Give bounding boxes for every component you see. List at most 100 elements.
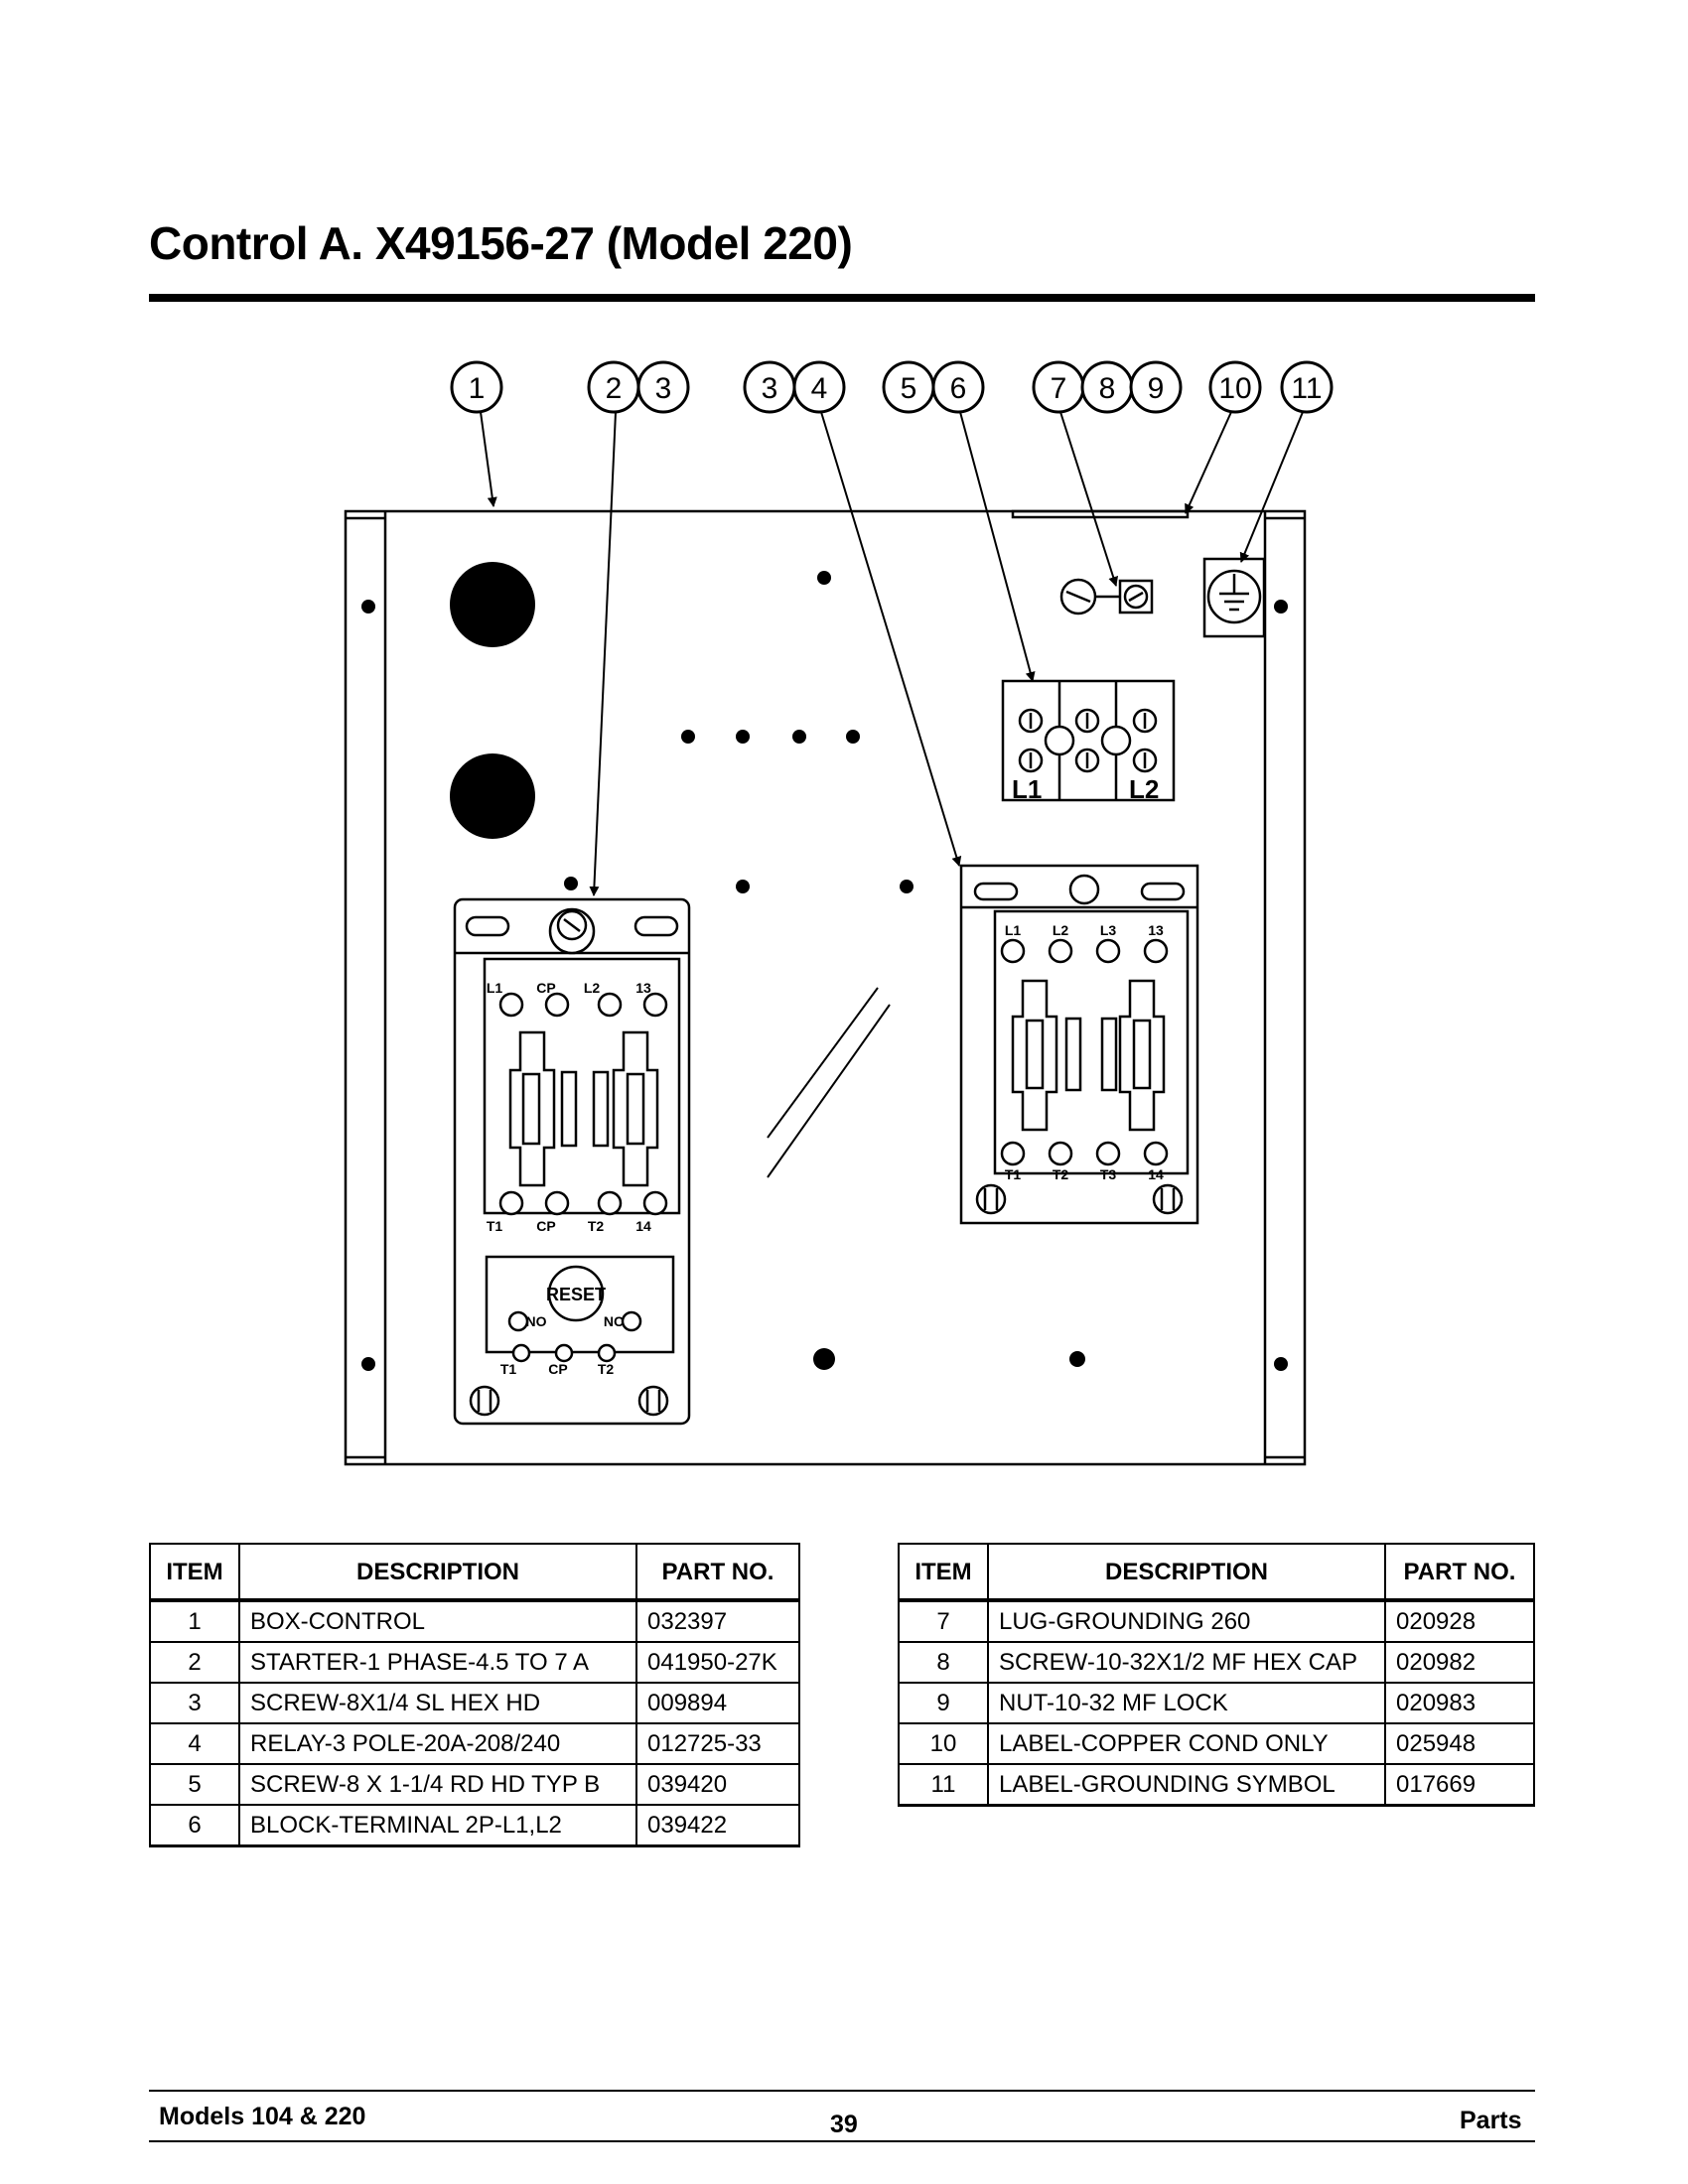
- cell-description: STARTER-1 PHASE-4.5 TO 7 A: [238, 1641, 637, 1684]
- header-description: DESCRIPTION: [987, 1543, 1386, 1602]
- cell-part-no: 020982: [1384, 1641, 1535, 1684]
- table-row: 7 LUG-GROUNDING 260 020928: [898, 1599, 1535, 1643]
- cell-item: 8: [898, 1641, 989, 1684]
- table-row: 8 SCREW-10-32X1/2 MF HEX CAP 020982: [898, 1641, 1535, 1684]
- starter-label-t2: T2: [588, 1218, 605, 1234]
- overload-label-nc: NC: [604, 1313, 624, 1329]
- terminal-label-l2: L2: [1129, 774, 1159, 804]
- table-header-row: ITEM DESCRIPTION PART NO.: [149, 1543, 800, 1602]
- table-row: 1 BOX-CONTROL 032397: [149, 1599, 800, 1643]
- callout-7: 7: [1032, 360, 1085, 414]
- svg-text:8: 8: [1099, 372, 1116, 405]
- cell-description: BLOCK-TERMINAL 2P-L1,L2: [238, 1804, 637, 1847]
- cell-item: 2: [149, 1641, 240, 1684]
- table-row: 6 BLOCK-TERMINAL 2P-L1,L2 039422: [149, 1804, 800, 1847]
- callout-8: 8: [1080, 360, 1134, 414]
- table-row: 9 NUT-10-32 MF LOCK 020983: [898, 1682, 1535, 1724]
- cell-description: BOX-CONTROL: [238, 1599, 637, 1643]
- callout-4: 4: [792, 360, 846, 414]
- callout-1: 1: [450, 360, 503, 414]
- relay-label-l3: L3: [1100, 922, 1117, 938]
- parts-table-left: ITEM DESCRIPTION PART NO. 1 BOX-CONTROL …: [149, 1543, 800, 1847]
- callout-3b: 3: [743, 360, 796, 414]
- cell-part-no: 009894: [635, 1682, 800, 1724]
- header-item: ITEM: [898, 1543, 989, 1602]
- footer-rule-top: [149, 2090, 1535, 2092]
- starter-label-l2: L2: [584, 980, 601, 996]
- header-item: ITEM: [149, 1543, 240, 1602]
- cell-part-no: 032397: [635, 1599, 800, 1643]
- cell-description: SCREW-8 X 1-1/4 RD HD TYP B: [238, 1763, 637, 1806]
- svg-text:6: 6: [950, 372, 967, 405]
- table-row: 2 STARTER-1 PHASE-4.5 TO 7 A 041950-27K: [149, 1641, 800, 1684]
- terminal-block: [1001, 679, 1176, 802]
- cell-item: 5: [149, 1763, 240, 1806]
- overload-label-t2: T2: [598, 1361, 615, 1377]
- relay-label-t2: T2: [1053, 1166, 1069, 1182]
- page-title: Control A. X49156-27 (Model 220): [149, 217, 853, 269]
- parts-table-right: ITEM DESCRIPTION PART NO. 7 LUG-GROUNDIN…: [898, 1543, 1535, 1807]
- relay-label-l1: L1: [1005, 922, 1022, 938]
- grounding-lug: [1059, 578, 1154, 615]
- cell-description: RELAY-3 POLE-20A-208/240: [238, 1722, 637, 1765]
- footer-page-number: 39: [830, 2111, 858, 2138]
- table-row: 11 LABEL-GROUNDING SYMBOL 017669: [898, 1763, 1535, 1807]
- cell-part-no: 041950-27K: [635, 1641, 800, 1684]
- control-box-panel: [344, 509, 1307, 1466]
- svg-text:9: 9: [1148, 372, 1165, 405]
- footer-section: Parts: [1460, 2107, 1522, 2134]
- relay-label-t1: T1: [1005, 1166, 1022, 1182]
- svg-text:2: 2: [606, 372, 623, 405]
- callout-6: 6: [931, 360, 985, 414]
- starter-label-14: 14: [635, 1218, 651, 1234]
- callout-10: 10: [1208, 360, 1262, 414]
- footer-models: Models 104 & 220: [159, 2103, 366, 2130]
- cell-part-no: 039420: [635, 1763, 800, 1806]
- control-box-diagram: 1 2 3 3 4 5 6 7 8 9 10 11: [344, 360, 1334, 1466]
- cell-part-no: 039422: [635, 1804, 800, 1847]
- relay-label-13: 13: [1148, 922, 1164, 938]
- overload-label-no: NO: [526, 1313, 547, 1329]
- cell-item: 3: [149, 1682, 240, 1724]
- svg-text:3: 3: [655, 372, 672, 405]
- svg-text:11: 11: [1291, 372, 1322, 405]
- cell-description: LUG-GROUNDING 260: [987, 1599, 1386, 1643]
- table-row: 10 LABEL-COPPER COND ONLY 025948: [898, 1722, 1535, 1765]
- cell-part-no: 020983: [1384, 1682, 1535, 1724]
- starter-label-cp-top: CP: [536, 980, 555, 996]
- cell-item: 4: [149, 1722, 240, 1765]
- header-description: DESCRIPTION: [238, 1543, 637, 1602]
- svg-text:3: 3: [762, 372, 778, 405]
- cell-description: SCREW-10-32X1/2 MF HEX CAP: [987, 1641, 1386, 1684]
- overload-label-cp: CP: [548, 1361, 567, 1377]
- terminal-label-l1: L1: [1012, 774, 1042, 804]
- leader-lines: [480, 411, 1304, 896]
- overload-reset-label: RESET: [546, 1285, 606, 1304]
- cell-item: 11: [898, 1763, 989, 1807]
- mounting-holes: [361, 571, 1288, 1371]
- cell-description: SCREW-8X1/4 SL HEX HD: [238, 1682, 637, 1724]
- cell-part-no: 012725-33: [635, 1722, 800, 1765]
- overload-label-t1: T1: [500, 1361, 517, 1377]
- knockout-holes: [450, 562, 535, 839]
- callout-2: 2: [587, 360, 640, 414]
- grounding-symbol-label: [1202, 557, 1266, 638]
- table-row: 3 SCREW-8X1/4 SL HEX HD 009894: [149, 1682, 800, 1724]
- svg-text:5: 5: [901, 372, 917, 405]
- starter-label-13: 13: [635, 980, 651, 996]
- starter-label-cp-bottom: CP: [536, 1218, 555, 1234]
- starter-label-l1: L1: [487, 980, 503, 996]
- starter-1-phase: [453, 897, 691, 1426]
- cell-description: LABEL-GROUNDING SYMBOL: [987, 1763, 1386, 1807]
- svg-text:1: 1: [469, 372, 486, 405]
- title-rule: [149, 294, 1535, 302]
- relay-label-l2: L2: [1053, 922, 1069, 938]
- table-row: 4 RELAY-3 POLE-20A-208/240 012725-33: [149, 1722, 800, 1765]
- starter-label-t1: T1: [487, 1218, 503, 1234]
- table-row: 5 SCREW-8 X 1-1/4 RD HD TYP B 039420: [149, 1763, 800, 1806]
- callout-5: 5: [882, 360, 935, 414]
- callout-9: 9: [1129, 360, 1183, 414]
- cell-item: 10: [898, 1722, 989, 1765]
- cell-part-no: 017669: [1384, 1763, 1535, 1807]
- header-part-no: PART NO.: [1384, 1543, 1535, 1602]
